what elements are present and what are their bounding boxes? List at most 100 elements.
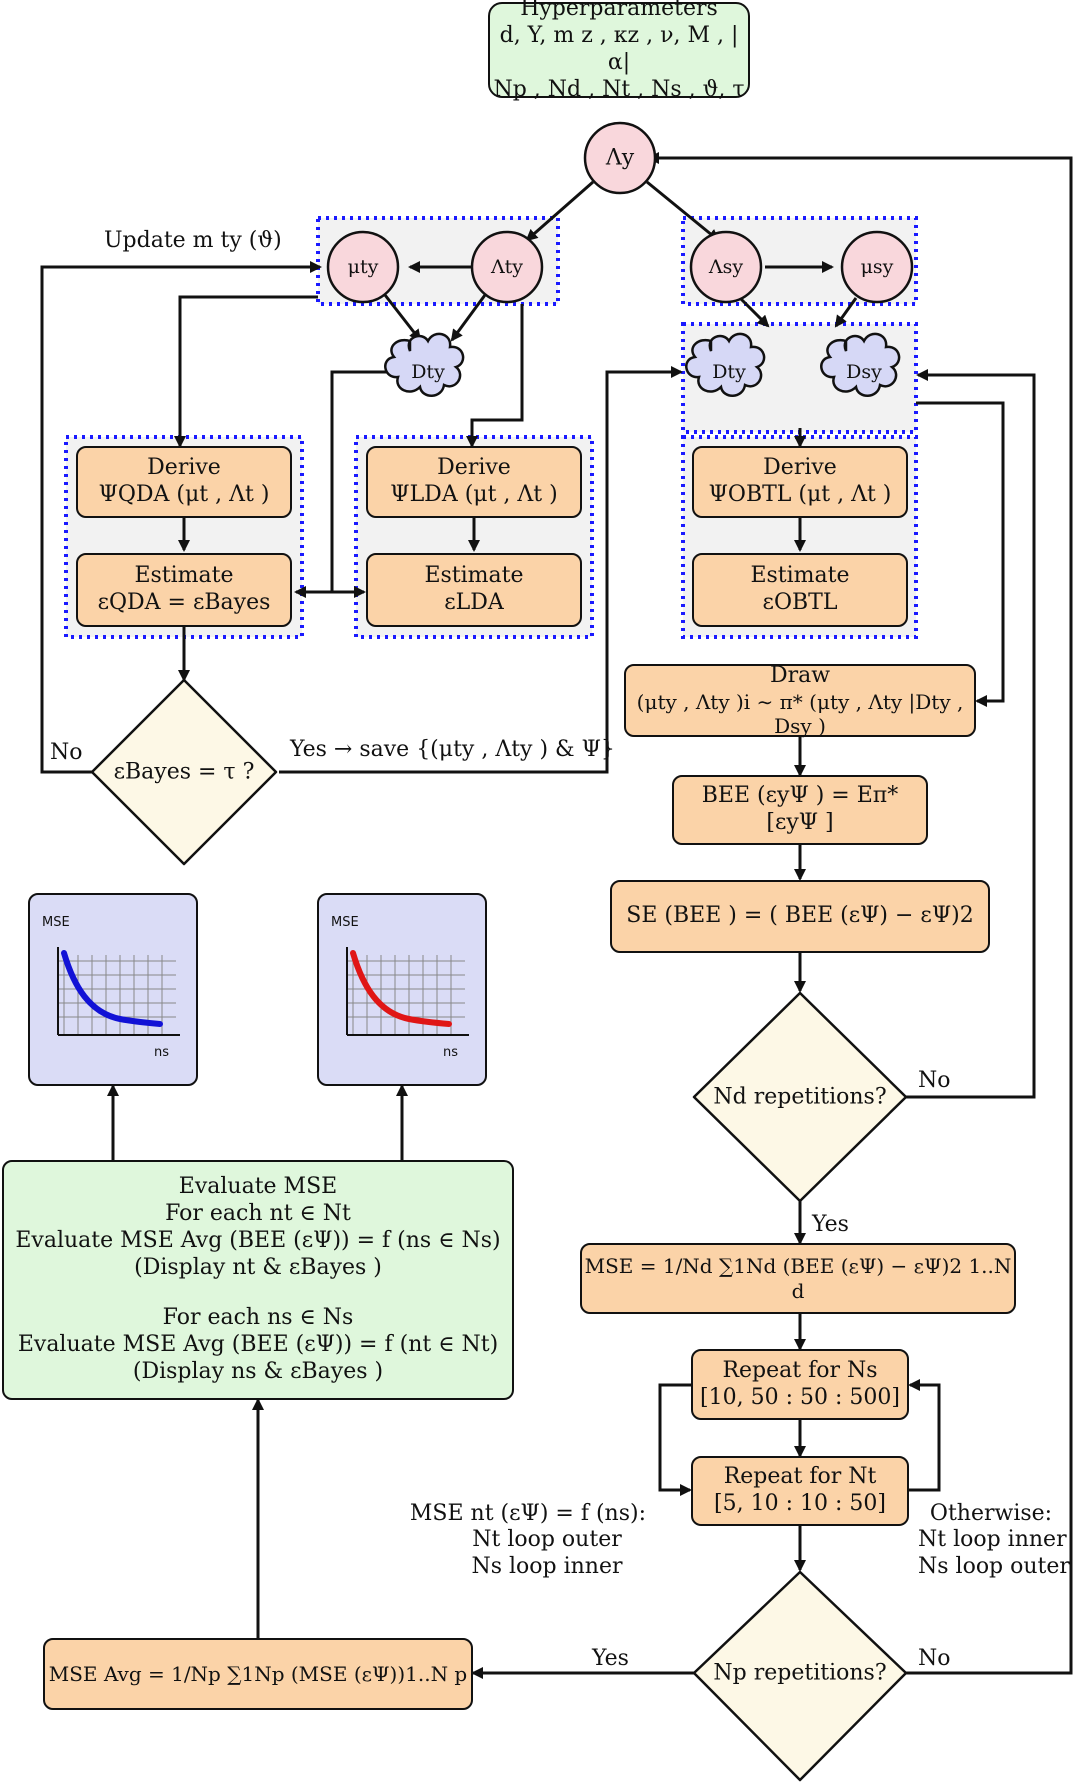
derive-qda-title: Derive xyxy=(147,455,221,481)
mse-formula: MSE = 1/Nd ∑1Nd (BEE (εΨ) − εΨ)2 1..N d xyxy=(584,1254,1012,1303)
evaluate-line2: For each nt ∈ Nt xyxy=(165,1200,351,1226)
mse-box: MSE = 1/Nd ∑1Nd (BEE (εΨ) − εΨ)2 1..N d xyxy=(580,1243,1016,1314)
arrow-mu-t-to-dt xyxy=(383,294,422,342)
label-d-s: Dsy xyxy=(846,361,882,383)
derive-obtl-title: Derive xyxy=(763,455,837,481)
connectors xyxy=(40,152,1073,1679)
derive-lda-title: Derive xyxy=(437,455,511,481)
plot-left-axes xyxy=(57,947,180,1036)
bee-box: BEE (εyΨ ) = Eπ* [εyΨ ] xyxy=(672,775,928,845)
plot-left-xlabel: ns xyxy=(154,1045,170,1060)
se-box: SE (BEE ) = ( BEE (εΨ) − εΨ)2 xyxy=(610,880,990,953)
repeat-ns-line2: [10, 50 : 50 : 500] xyxy=(700,1384,900,1410)
label-otherwise-line1: Otherwise: xyxy=(929,1501,1053,1526)
plot-right-curve xyxy=(350,950,452,1027)
arrow-loop-left xyxy=(658,1383,692,1496)
diamonds xyxy=(90,678,908,1782)
evaluate-line5: For each ns ∈ Ns xyxy=(162,1305,354,1331)
derive-lda-formula: ΨLDA (μt , Λt ) xyxy=(390,482,558,507)
label-no-left: No xyxy=(50,740,83,765)
estimate-qda-box: Estimate εQDA = εBayes xyxy=(76,553,292,627)
derive-qda-box: Derive ΨQDA (μt , Λt ) xyxy=(76,446,292,518)
evaluate-line7: (Display ns & εBayes ) xyxy=(132,1359,384,1385)
arrow-mu-group-to-derive-qda xyxy=(174,295,318,448)
label-mu-s: μsy xyxy=(860,256,894,278)
estimate-obtl-box: Estimate εOBTL xyxy=(692,553,908,627)
arrow-yes-to-dt-right xyxy=(279,366,683,774)
label-lambda-t: Λty xyxy=(490,256,524,278)
label-mse-nt-line1: MSE nt (εΨ) = f (ns): xyxy=(409,1501,646,1526)
estimate-qda-formula: εQDA = εBayes xyxy=(97,590,271,615)
derive-obtl-box: Derive ΨOBTL (μt , Λt ) xyxy=(692,446,908,518)
label-mse-nt: MSE nt (εΨ) = f (ns): Nt loop outer Ns l… xyxy=(408,1501,646,1580)
node-mu-s xyxy=(840,230,914,304)
label-mse-nt-line3: Ns loop inner xyxy=(471,1553,623,1579)
draw-box: Draw (μty , Λty )i ∼ π* (μty , Λty |Dty … xyxy=(624,662,976,738)
node-lambda-t xyxy=(470,230,544,304)
arrow-lambda-to-lambda-t xyxy=(525,180,594,242)
arrow-np-no-loop xyxy=(647,152,1073,1675)
arrow-loop-right xyxy=(908,1379,941,1492)
circle-nodes xyxy=(326,121,914,304)
estimate-qda-title: Estimate xyxy=(134,563,234,589)
arrow-dt-to-estimates xyxy=(330,370,401,592)
se-formula: SE (BEE ) = ( BEE (εΨ) − εΨ)2 xyxy=(626,903,974,929)
derive-qda-formula: ΨQDA (μt , Λt ) xyxy=(98,482,270,507)
draw-title: Draw xyxy=(769,662,831,688)
label-no-np: No xyxy=(918,1646,951,1671)
diamond-bayes-text: εBayes = τ ? xyxy=(113,759,255,785)
estimate-lda-formula: εLDA xyxy=(444,590,504,615)
arrow-nd-no-loop xyxy=(906,369,1036,1099)
repeat-ns-box: Repeat for Ns [10, 50 : 50 : 500] xyxy=(691,1349,909,1420)
derive-lda-box: Derive ΨLDA (μt , Λt ) xyxy=(366,446,582,518)
arrow-lambda-t-to-derive-lda xyxy=(466,304,524,448)
node-d-t-left xyxy=(384,332,465,397)
node-mu-t xyxy=(326,230,400,304)
label-d-t-right: Dty xyxy=(712,361,746,383)
arrow-lambda-s-to-group xyxy=(738,296,770,328)
plot-right-axes xyxy=(346,947,469,1036)
mse-plot-left-svg xyxy=(57,947,180,1036)
label-yes-save: Yes → save {(μty , Λty ) & Ψ} xyxy=(290,737,615,762)
plot-right-ylabel: MSE xyxy=(331,915,359,930)
label-d-t-left: Dty xyxy=(411,361,445,383)
estimate-lda-box: Estimate εLDA xyxy=(366,553,582,627)
diamond-np-text: Np repetitions? xyxy=(713,1660,887,1686)
mse-plot-right: MSE ns xyxy=(317,893,487,1086)
hyperparameters-line2: Np , Nd , Nt , Ns , ϑ, τ xyxy=(493,76,745,102)
evaluate-line1: Evaluate MSE xyxy=(178,1174,338,1200)
diamond-nd xyxy=(692,991,908,1203)
plot-right-xlabel: ns xyxy=(443,1045,459,1060)
mse-avg-box: MSE Avg = 1/Np ∑1Np (MSE (εΨ))1..N p xyxy=(43,1638,473,1710)
label-mu-t: μty xyxy=(347,256,379,278)
label-update: Update m ty (ϑ) xyxy=(104,228,282,253)
repeat-nt-line2: [5, 10 : 10 : 50] xyxy=(714,1491,886,1516)
label-otherwise-line3: Ns loop outer xyxy=(918,1553,1070,1579)
evaluate-mse-box: Evaluate MSE For each nt ∈ Nt Evaluate M… xyxy=(2,1160,514,1400)
cloud-nodes xyxy=(384,332,901,397)
hyperparameters-box: Hyperparameters d, Y, m z , κz , ν, M , … xyxy=(488,0,750,102)
estimate-obtl-formula: εOBTL xyxy=(762,590,838,615)
label-lambda-s: Λsy xyxy=(708,256,744,278)
plot-left-curve xyxy=(61,950,163,1027)
repeat-ns-line1: Repeat for Ns xyxy=(722,1357,878,1383)
arrow-group-to-draw xyxy=(916,401,1005,707)
mse-avg-formula: MSE Avg = 1/Np ∑1Np (MSE (εΨ))1..N p xyxy=(48,1661,468,1686)
repeat-nt-line1: Repeat for Nt xyxy=(723,1464,877,1490)
label-lambda-y: Λy xyxy=(605,145,635,171)
label-no-nd: No xyxy=(918,1068,951,1093)
evaluate-line6: Evaluate MSE Avg (BEE (εΨ)) = f (nt ∈ Nt… xyxy=(17,1332,499,1358)
plot-left-grid xyxy=(58,955,176,1035)
label-yes-nd: Yes xyxy=(812,1212,849,1237)
node-lambda-y xyxy=(583,121,657,195)
draw-formula: (μty , Λty )i ∼ π* (μty , Λty |Dty , Dsy… xyxy=(636,689,964,738)
node-d-t-right xyxy=(685,332,766,397)
diamond-nd-text: Nd repetitions? xyxy=(713,1084,887,1110)
label-otherwise: Otherwise: Nt loop inner Ns loop outer xyxy=(918,1501,1070,1580)
arrow-no-update-loop xyxy=(40,261,322,774)
evaluate-line3: Evaluate MSE Avg (BEE (εΨ)) = f (ns ∈ Ns… xyxy=(15,1227,501,1253)
diamond-np xyxy=(692,1570,908,1782)
arrow-mu-s-to-group xyxy=(834,297,858,328)
estimate-obtl-title: Estimate xyxy=(750,563,850,589)
diamond-bayes xyxy=(90,678,278,866)
